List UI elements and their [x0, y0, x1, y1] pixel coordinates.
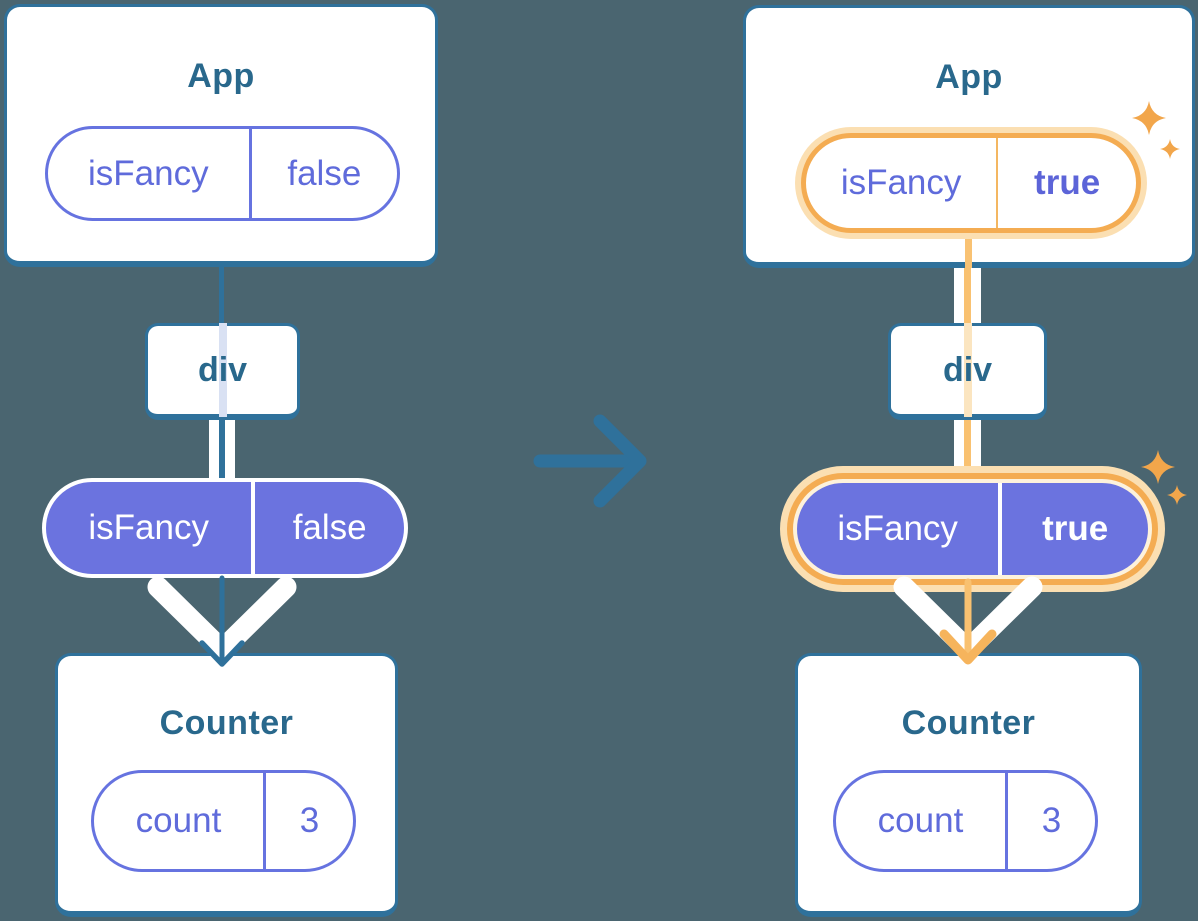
counter-state-pill: count 3	[91, 770, 356, 872]
div-node: div	[888, 323, 1047, 420]
counter-title: Counter	[159, 704, 294, 742]
flow-line-through-div	[219, 323, 227, 417]
app-state-pill: isFancy false	[45, 126, 400, 221]
counter-title: Counter	[901, 704, 1036, 742]
prop-value: false	[292, 508, 367, 547]
edge-app-to-div	[219, 264, 224, 326]
app-state-pill-highlight: isFancy true	[801, 133, 1141, 233]
prop-name: isFancy	[797, 483, 1003, 575]
state-name: isFancy	[806, 138, 999, 228]
edge-div-to-prop-highlight	[954, 415, 981, 483]
prop-value: true	[1042, 509, 1109, 548]
edge-div-to-prop	[209, 415, 235, 483]
counter-card: Counter count 3	[55, 653, 398, 917]
prop-pill-highlight: isFancy true	[793, 479, 1152, 579]
sparkle-icon	[1141, 450, 1187, 505]
edge-app-to-div-highlight	[954, 263, 981, 327]
state-name: isFancy	[48, 129, 252, 218]
counter-state-name: count	[94, 773, 266, 869]
state-value: false	[287, 153, 362, 193]
prop-pill: isFancy false	[42, 478, 408, 578]
app-title: App	[935, 58, 1003, 96]
counter-state-value: 3	[299, 801, 320, 840]
prop-name: isFancy	[46, 482, 256, 574]
arrow-right-icon	[533, 414, 647, 508]
app-card-highlight: App isFancy true	[743, 5, 1195, 268]
app-title: App	[187, 57, 255, 95]
counter-state-pill: count 3	[833, 770, 1098, 872]
pass-down-arrow-icon	[893, 576, 1043, 661]
counter-state-name: count	[836, 773, 1008, 869]
counter-state-value: 3	[1041, 801, 1062, 840]
counter-card: Counter count 3	[795, 653, 1142, 917]
state-value: true	[1034, 163, 1101, 202]
flow-line-in-app	[965, 233, 972, 268]
flow-line-through-div	[964, 323, 972, 417]
div-label: div	[197, 350, 248, 389]
div-node: div	[145, 323, 300, 420]
pass-down-arrow-icon	[147, 576, 297, 661]
app-card: App isFancy false	[4, 4, 438, 267]
div-label: div	[942, 350, 993, 389]
